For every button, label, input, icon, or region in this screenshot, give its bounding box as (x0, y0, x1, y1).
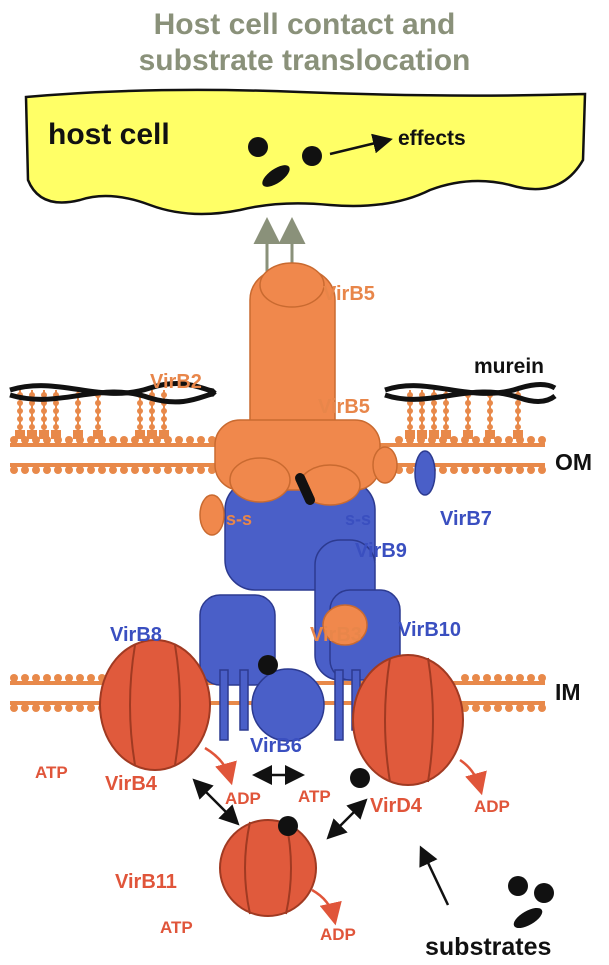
virb4-atpase (100, 640, 210, 770)
substrate-dot (258, 655, 278, 675)
substrate-dot (350, 768, 370, 788)
hydrolysis-arrow (205, 748, 230, 778)
substrate-dot (278, 816, 298, 836)
om-label: OM (555, 449, 592, 475)
substrate-oval (511, 904, 546, 932)
im-label: IM (555, 679, 581, 705)
host-cell-label: host cell (48, 118, 170, 151)
substrate-dot (508, 876, 528, 896)
substrate-dot (302, 146, 322, 166)
atp-virb11-label: ATP (160, 918, 193, 937)
substrates-arrow (422, 850, 448, 905)
virb2-label: VirB2 (150, 371, 202, 393)
virb5-mid-label: VirB5 (318, 396, 370, 418)
adp-virb11-label: ADP (320, 925, 356, 944)
hydrolysis-arrow (312, 890, 334, 918)
substrate-dot (534, 883, 554, 903)
virb10-label: VirB10 (398, 619, 461, 641)
adp-virb4-label: ADP (225, 789, 261, 808)
substrate-dot (248, 137, 268, 157)
hydrolysis-arrow (460, 760, 480, 788)
virb7-label: VirB7 (440, 508, 492, 530)
vird4-label: VirD4 (370, 795, 423, 817)
virb3-label: VirB3 (310, 624, 362, 646)
interaction-arrow (330, 802, 364, 836)
substrates-label: substrates (425, 933, 551, 961)
atp-virb4-label: ATP (35, 763, 68, 782)
virb11-atpase (220, 820, 316, 916)
virb4-label: VirB4 (105, 773, 158, 795)
virb9-label: VirB9 (355, 540, 407, 562)
atp-vird4-label: ATP (298, 787, 331, 806)
vird4-atpase (353, 655, 463, 785)
virb11-label: VirB11 (115, 871, 177, 893)
ss-left-label: s-s (226, 509, 252, 529)
virb8-label: VirB8 (110, 624, 162, 646)
ss-right-label: s-s (345, 509, 371, 529)
virb5-top-label: VirB5 (323, 283, 375, 305)
adp-vird4-label: ADP (474, 797, 510, 816)
effects-label: effects (398, 127, 466, 150)
virb6-label: VirB6 (250, 735, 302, 757)
murein-label: murein (474, 355, 544, 378)
